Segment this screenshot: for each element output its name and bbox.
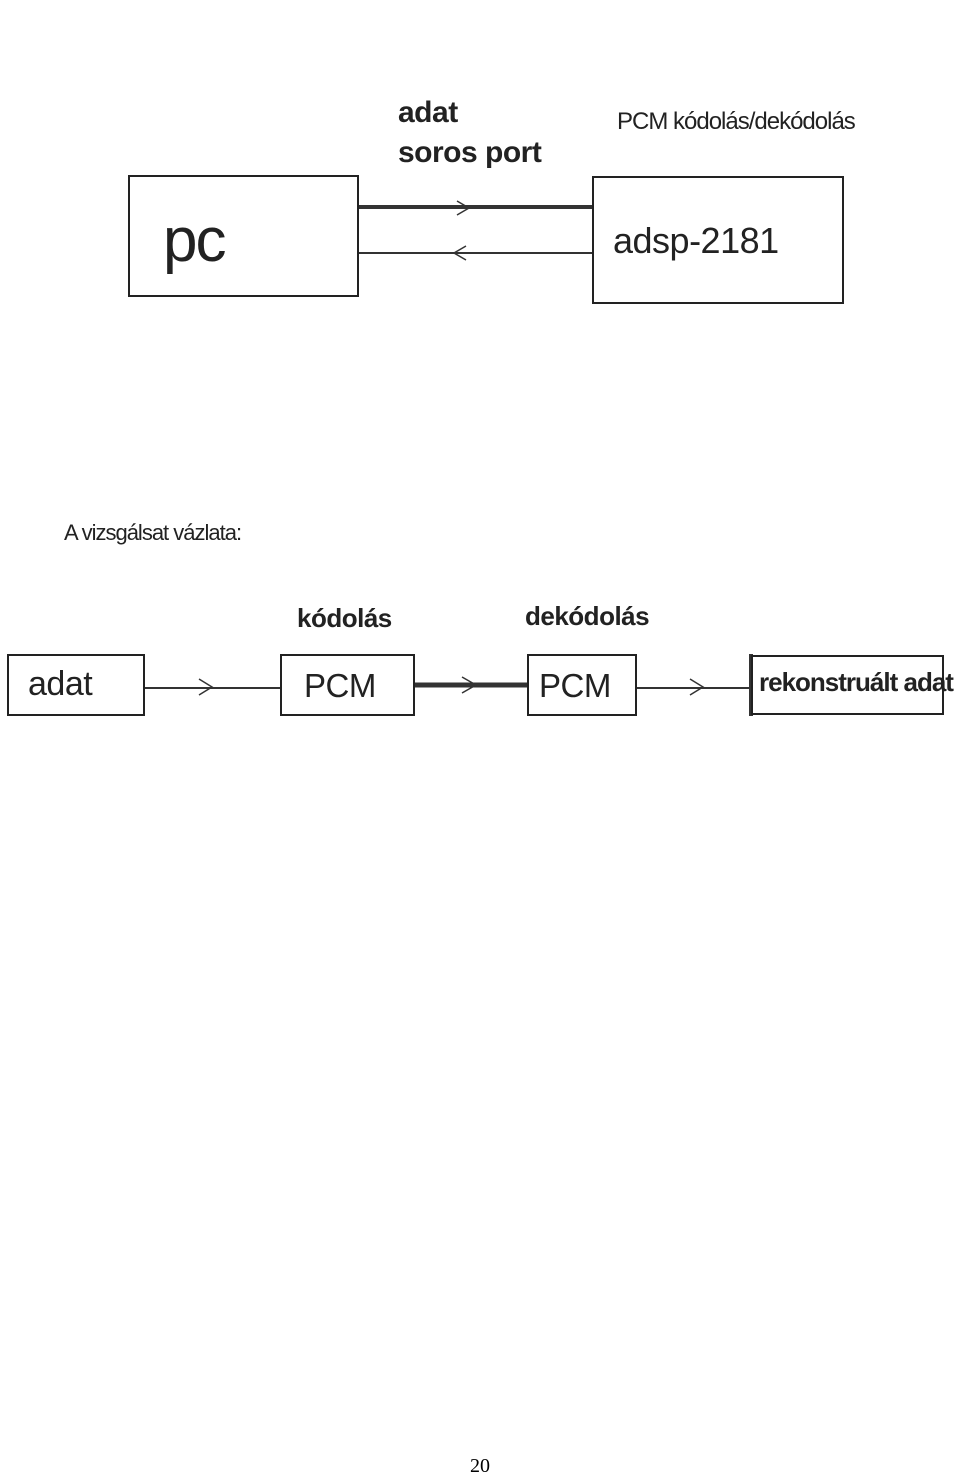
decoder-label: dekódolás (525, 601, 650, 631)
link-label-line2: soros port (398, 136, 542, 169)
serial-link (359, 200, 593, 261)
input-box: adat (7, 654, 145, 716)
arrow-right-icon (198, 678, 214, 696)
arrow-right-icon (689, 678, 705, 696)
output-box-label: rekonstruált adat (759, 667, 954, 697)
diagram2-caption: A vizsgálsat vázlata: (64, 520, 242, 545)
encoder-box: PCM (280, 654, 415, 716)
dsp-box: adsp-2181 (592, 176, 844, 304)
encoder-box-label: PCM (304, 667, 376, 704)
decoder-box-label: PCM (539, 667, 611, 704)
decoder-box: PCM (527, 654, 637, 716)
pc-box: pc (128, 175, 359, 297)
link-label-line1: adat (398, 96, 458, 129)
arrow-left-icon (452, 245, 467, 261)
arrow-right-icon (456, 200, 471, 216)
encoder-label: kódolás (297, 603, 392, 633)
diagram1-title: PCM kódolás/dekódolás (617, 108, 856, 135)
signal-chain (144, 654, 753, 716)
output-box: rekonstruált adat (751, 655, 954, 715)
page-number: 20 (470, 1455, 490, 1477)
dsp-box-label: adsp-2181 (613, 220, 779, 261)
arrow-right-icon (461, 676, 478, 694)
input-box-label: adat (28, 665, 93, 703)
pc-box-label: pc (163, 206, 227, 275)
